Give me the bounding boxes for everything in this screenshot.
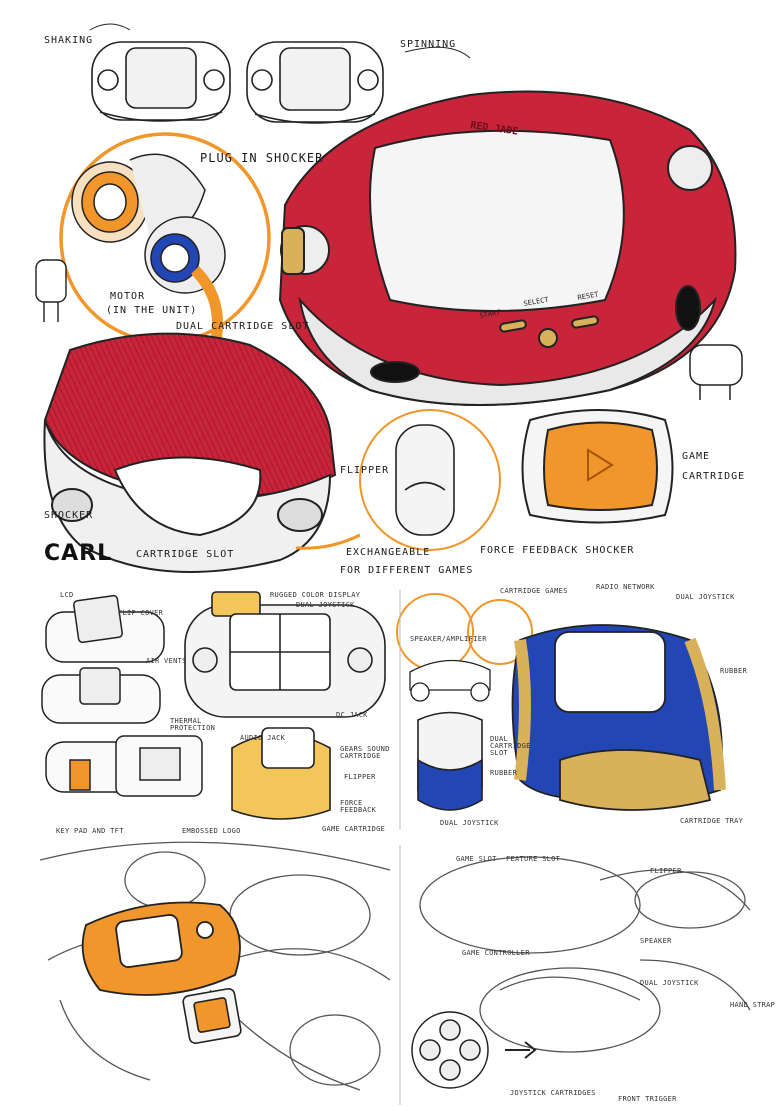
annotation-game-slot: GAME SLOT — [456, 855, 497, 863]
annotation-dual-joystick-right: DUAL JOYSTICK — [676, 593, 735, 601]
small-plug-sketch — [689, 344, 743, 400]
annotation-speaker: SPEAKER — [640, 937, 672, 945]
yellow-console-sketch — [231, 727, 331, 820]
annotation-key-pad-and-tft: KEY PAD AND TFT — [56, 827, 124, 835]
shocker-plug-sketch — [71, 153, 226, 347]
annotation-game-controller: GAME CONTROLLER — [462, 949, 530, 957]
annotation-rubber-2: RUBBER — [490, 769, 518, 777]
annotation-radio-network: RADIO NETWORK — [596, 583, 655, 591]
annotation-flipper-bottom: FLIPPER — [650, 867, 682, 875]
annotation-cartridge-games: CARTRIDGE GAMES — [500, 587, 568, 595]
annotation-rubber: RUBBER — [720, 667, 748, 675]
annotation-shaking: SHAKING — [44, 35, 94, 46]
reset-label: RESET — [577, 290, 600, 302]
annotation-feature-slot: FEATURE SLOT — [506, 855, 561, 863]
annotation-rugged-color-display: RUGGED COLOR DISPLAY — [270, 591, 361, 599]
pencil-forms-right — [419, 856, 751, 1053]
start-label: START — [479, 308, 502, 320]
designer-signature: CARL — [44, 541, 113, 566]
annotation-flipper-mid: FLIPPER — [344, 773, 376, 781]
orange-cartridge-sketch — [182, 988, 242, 1044]
annotation-motor-note: (IN THE UNIT) — [106, 305, 198, 316]
arrow — [295, 533, 361, 550]
annotation-exchangeable: EXCHANGEABLE — [346, 547, 431, 558]
annotation-dual-joystick: DUAL JOYSTICK — [296, 601, 355, 609]
annotation-force-feedback-shocker: FORCE FEEDBACK SHOCKER — [480, 545, 635, 556]
annotation-dual-cartridge-slot-right: DUAL CARTRIDGE SLOT — [490, 735, 531, 757]
annotation-joystick-cartridges: JOYSTICK CARTRIDGES — [510, 1089, 596, 1097]
annotation-thermal-protection: THERMAL PROTECTION — [170, 717, 216, 732]
rugged-console-sketch — [184, 591, 386, 718]
annotation-embossed-logo: EMBOSSED LOGO — [182, 827, 241, 835]
annotation-speaker-amplifier: SPEAKER/AMPLIFIER — [410, 635, 487, 643]
flipper-circle — [359, 409, 501, 551]
flipper-part-sketch — [395, 424, 455, 536]
mid-right-panel — [396, 593, 726, 811]
motor-sketch — [35, 259, 67, 322]
game-cartridge-sketch — [521, 409, 674, 524]
top-panel: START SELECT RESET RED JADE — [35, 23, 743, 573]
annotation-air-vents: AIR VENTS — [146, 657, 187, 665]
annotation-plug-in-shocker: PLUG IN SHOCKER — [200, 151, 324, 165]
annotation-game: GAME — [682, 451, 711, 462]
annotation-dual-joystick-right-2: DUAL JOYSTICK — [440, 819, 499, 827]
main-console-sketch — [278, 90, 737, 406]
annotation-lcd: LCD — [60, 591, 74, 599]
spinning-unit-sketch — [246, 41, 384, 124]
annotation-flip-cover: FLIP COVER — [118, 609, 164, 617]
annotation-dc-jack: DC JACK — [336, 711, 368, 719]
annotation-dual-cartridge-slot: DUAL CARTRIDGE SLOT — [176, 321, 310, 332]
bottom-right-panel — [411, 856, 751, 1089]
annotation-flipper: FLIPPER — [340, 465, 390, 476]
annotation-game-cartridge: GAME CARTRIDGE — [322, 825, 386, 833]
shaking-unit-sketch — [91, 41, 231, 122]
annotation-cartridge: CARTRIDGE — [682, 471, 746, 482]
mid-left-panel — [41, 591, 386, 820]
annotation-hand-strap: HAND STRAP — [730, 1001, 776, 1009]
flip-console-sketches — [41, 594, 203, 797]
annotation-dual-joystick-bottom: DUAL JOYSTICK — [640, 979, 699, 987]
orange-handheld-sketch — [81, 901, 241, 996]
shocker-sketch — [43, 332, 337, 573]
annotation-cartridge-slot: CARTRIDGE SLOT — [136, 549, 235, 560]
annotation-shocker: SHOCKER — [44, 510, 94, 521]
blue-controller-detail — [417, 711, 483, 811]
blue-gold-console-sketch — [511, 624, 726, 811]
dpad-sketch — [411, 1011, 489, 1089]
annotation-front-trigger: FRONT TRIGGER — [618, 1095, 677, 1103]
annotation-audio-jack: AUDIO JACK — [240, 734, 286, 742]
buggy-sketch — [409, 659, 491, 702]
annotation-gears-sound-cartridge: GEARS SOUND CARTRIDGE — [340, 745, 390, 760]
annotation-spinning: SPINNING — [400, 39, 457, 50]
annotation-force-feedback: FORCE FEEDBACK — [340, 799, 377, 814]
bottom-left-panel — [39, 841, 391, 1091]
annotation-motor: MOTOR — [110, 291, 146, 302]
annotation-for-different-games: FOR DIFFERENT GAMES — [340, 565, 474, 576]
annotation-cartridge-tray: CARTRIDGE TRAY — [680, 817, 744, 825]
